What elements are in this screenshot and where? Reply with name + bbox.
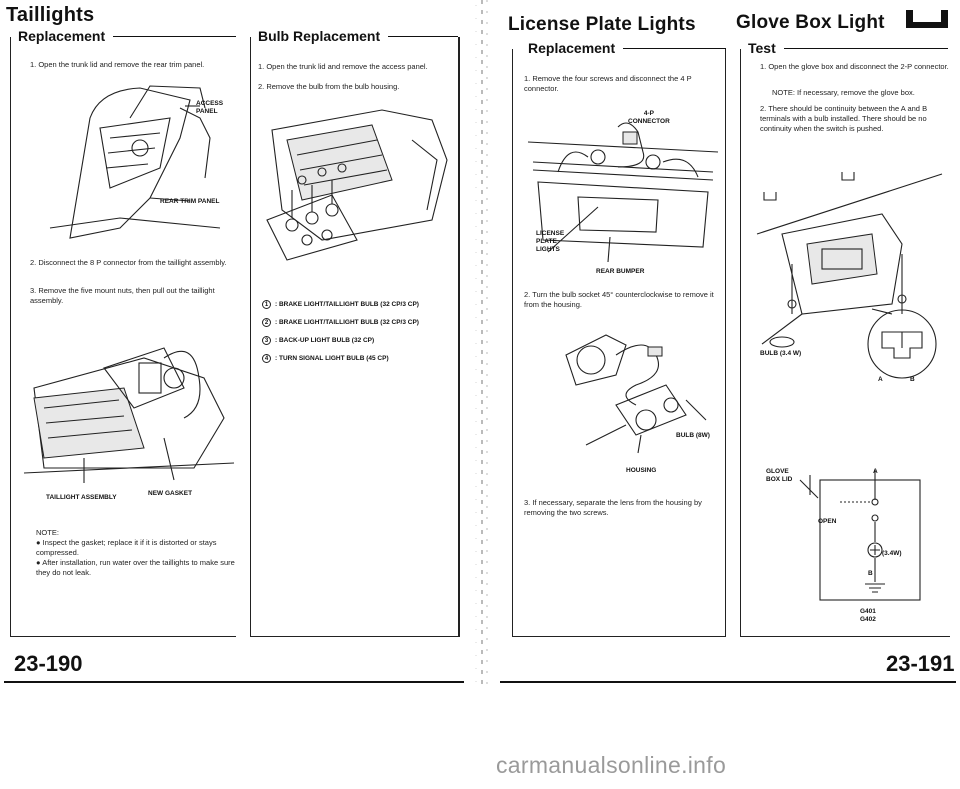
bulb-socket-illustration xyxy=(565,334,707,454)
test-heading: Test xyxy=(748,40,776,56)
label-new-gasket: NEW GASKET xyxy=(148,490,193,497)
section-heading-test: Test xyxy=(748,40,948,56)
replacement-heading: Replacement xyxy=(18,28,106,44)
note-item-1-text: Inspect the gasket; replace it if it is … xyxy=(36,538,217,557)
legend-text-1: : BRAKE LIGHT/TAILLIGHT BULB (32 CP/3 CP… xyxy=(275,301,419,308)
license-replacement-heading: Replacement xyxy=(528,40,616,56)
page-number-left: 23-190 xyxy=(14,651,83,676)
license-replacement-panel xyxy=(512,49,726,637)
replacement-step-1: 1. Open the trunk lid and remove the rea… xyxy=(30,60,205,69)
bulb-legend-1: 1 : BRAKE LIGHT/TAILLIGHT BULB (32 CP/3 … xyxy=(262,300,419,309)
page-title-taillights: Taillights xyxy=(6,4,95,26)
label-housing: HOUSING xyxy=(626,467,657,474)
label-terminal-b: B xyxy=(910,376,915,383)
glove-note: NOTE: If necessary, remove the glove box… xyxy=(772,88,915,97)
label-open: OPEN xyxy=(818,518,837,525)
label-bulb-8w: BULB (8W) xyxy=(676,432,710,439)
legend-number-2: 2 xyxy=(262,318,271,327)
bulb-step-1: 1. Open the trunk lid and remove the acc… xyxy=(258,62,428,71)
page-title-glove-box-light: Glove Box Light xyxy=(736,12,885,33)
label-license-plate-lights: LICENSE PLATE LIGHTS xyxy=(536,230,565,253)
label-terminal-b-circuit: B xyxy=(868,570,873,577)
section-heading-bulb-replacement: Bulb Replacement xyxy=(258,28,458,44)
legend-text-4: : TURN SIGNAL LIGHT BULB (45 CP) xyxy=(275,355,389,362)
label-4p-connector: 4-P CONNECTOR xyxy=(628,110,670,125)
bulb-replacement-heading: Bulb Replacement xyxy=(258,28,381,44)
note-item-2-text: After installation, run water over the t… xyxy=(36,558,235,577)
replacement-panel xyxy=(10,37,236,637)
label-access-panel: ACCESS PANEL xyxy=(196,100,224,115)
label-ground-points: G401 G402 xyxy=(860,608,876,623)
trunk-trim-illustration xyxy=(49,85,221,239)
bulb-housing-illustration xyxy=(266,109,448,261)
bulb-legend-3: 3 : BACK-UP LIGHT BULB (32 CP) xyxy=(262,336,374,345)
page-title-license-plate-lights: License Plate Lights xyxy=(508,14,696,35)
label-terminal-a-circuit: A xyxy=(873,468,878,475)
legend-number-3: 3 xyxy=(262,336,271,345)
license-plate-light-illustration xyxy=(527,122,719,263)
glove-box-light-illustration xyxy=(756,172,943,379)
footer-rule-left xyxy=(4,681,464,683)
binding-gutter xyxy=(475,0,488,690)
legend-number-4: 4 xyxy=(262,354,271,363)
legend-text-3: : BACK-UP LIGHT BULB (32 CP) xyxy=(275,337,375,344)
section-heading-license-replacement: Replacement xyxy=(528,40,726,56)
footer-rule-right xyxy=(500,681,956,683)
label-taillight-assembly: TAILLIGHT ASSEMBLY xyxy=(46,494,117,501)
watermark-text: carmanualsonline.info xyxy=(496,752,727,778)
bulb-step-2: 2. Remove the bulb from the bulb housing… xyxy=(258,82,400,91)
label-bulb-3-4w: BULB (3.4 W) xyxy=(760,350,802,357)
label-bulb-watt: (3.4W) xyxy=(882,550,902,557)
glove-test-panel xyxy=(740,49,950,637)
page-number-right: 23-191 xyxy=(886,651,955,676)
label-glove-box-lid: GLOVE BOX LID xyxy=(766,468,793,483)
legend-number-1: 1 xyxy=(262,300,271,309)
bulb-replacement-panel xyxy=(250,37,460,637)
license-step-2: 2. Turn the bulb socket 45° counterclock… xyxy=(524,290,714,309)
bulb-legend-2: 2 : BRAKE LIGHT/TAILLIGHT BULB (32 CP/3 … xyxy=(262,318,419,327)
taillight-assembly-illustration xyxy=(23,347,235,483)
glove-step-2: 2. There should be continuity between th… xyxy=(760,104,928,133)
label-terminal-a: A xyxy=(878,376,883,383)
label-rear-bumper: REAR BUMPER xyxy=(596,268,645,275)
bulb-legend-4: 4 : TURN SIGNAL LIGHT BULB (45 CP) xyxy=(262,354,389,363)
legend-text-2: : BRAKE LIGHT/TAILLIGHT BULB (32 CP/3 CP… xyxy=(275,319,419,326)
section-heading-replacement: Replacement xyxy=(18,28,236,44)
note-title: NOTE: xyxy=(36,528,59,537)
license-step-1: 1. Remove the four screws and disconnect… xyxy=(524,74,692,93)
glove-box-circuit-diagram xyxy=(799,470,921,601)
replacement-step-2: 2. Disconnect the 8 P connector from the… xyxy=(30,258,227,267)
label-rear-trim-panel: REAR TRIM PANEL xyxy=(160,198,220,205)
license-step-3: 3. If necessary, separate the lens from … xyxy=(524,498,702,517)
note-item-2: ● After installation, run water over the… xyxy=(36,558,235,577)
replacement-step-3: 3. Remove the five mount nuts, then pull… xyxy=(30,286,215,305)
note-item-1: ● Inspect the gasket; replace it if it i… xyxy=(36,538,217,557)
glove-step-1: 1. Open the glove box and disconnect the… xyxy=(760,62,949,71)
